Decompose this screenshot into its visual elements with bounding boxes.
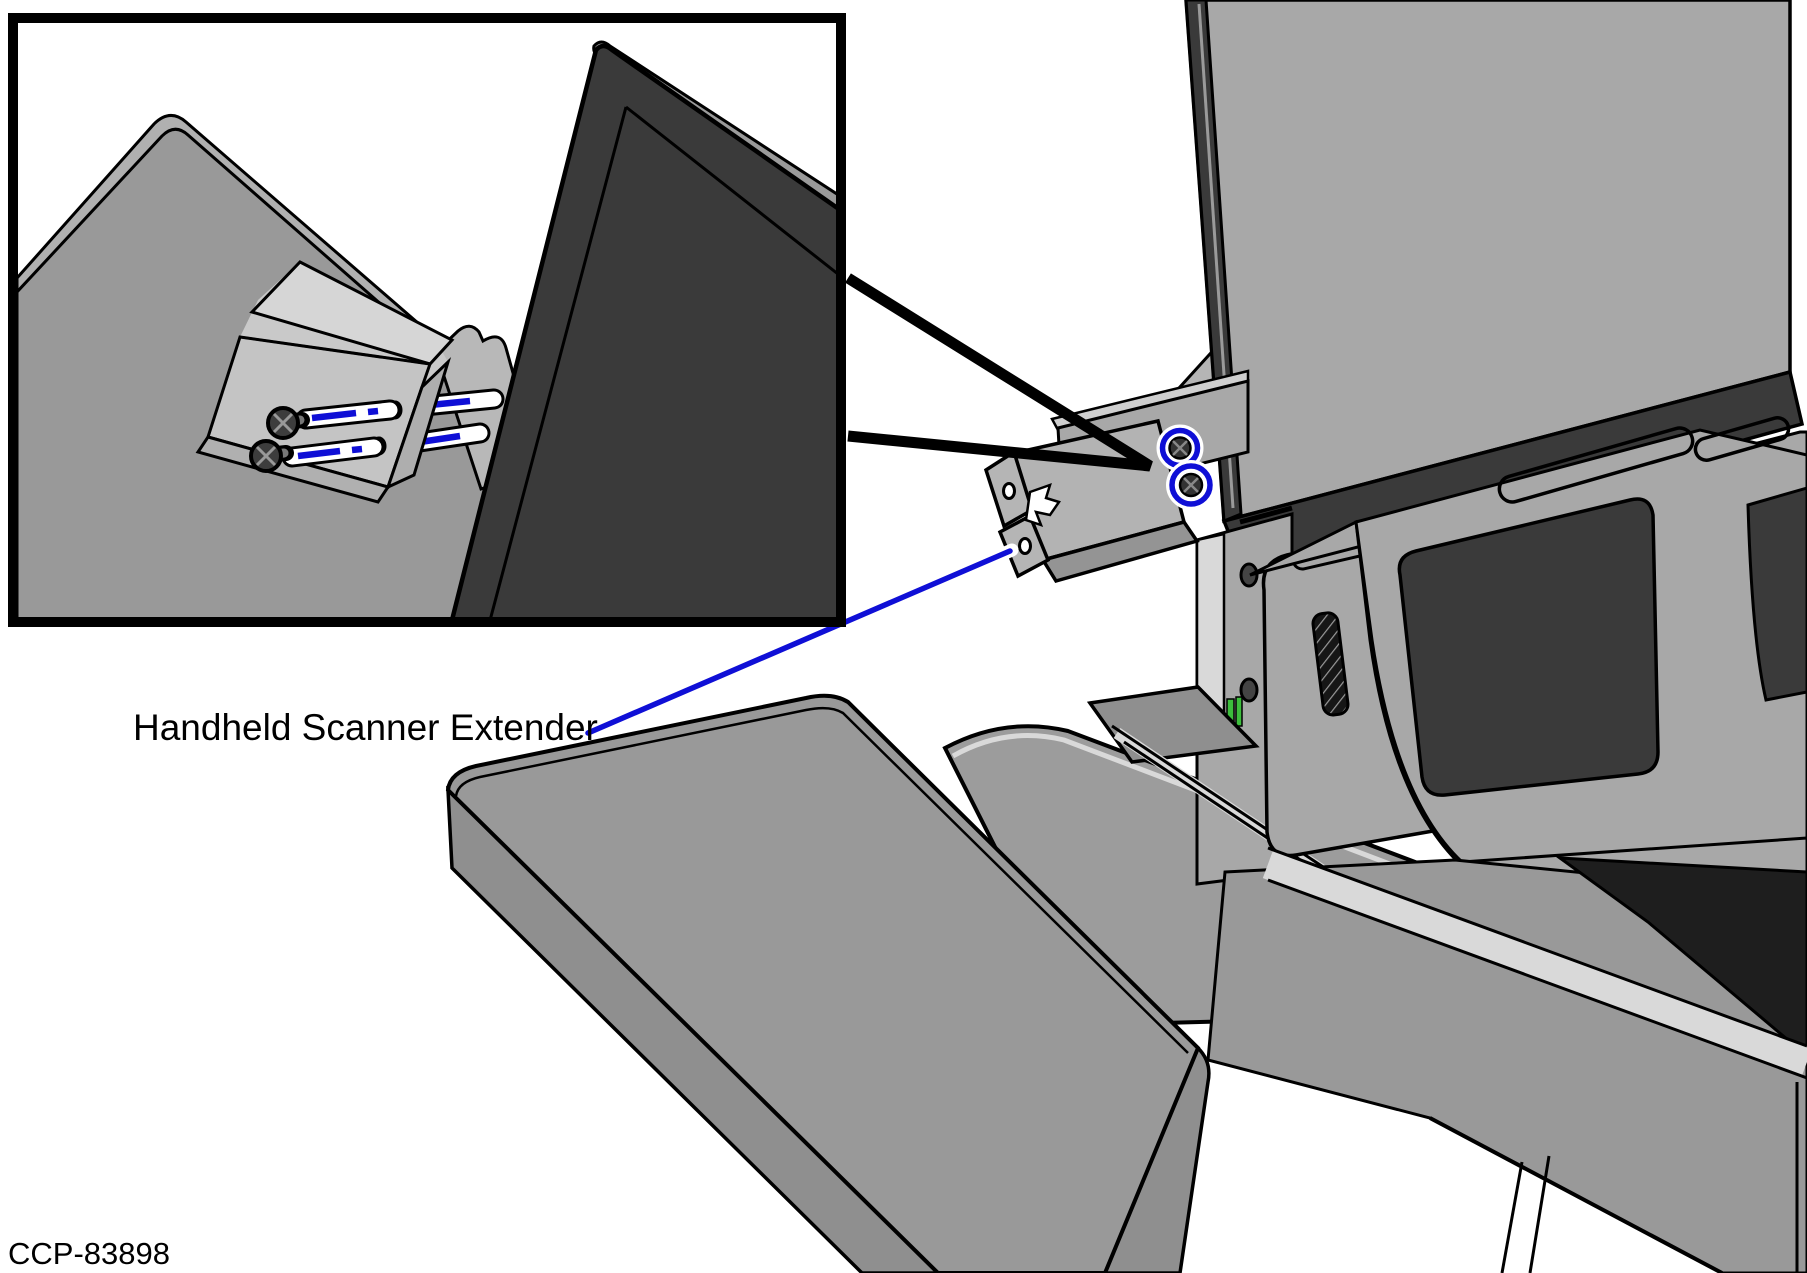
- column-hole: [1239, 677, 1259, 703]
- column-hole: [1239, 562, 1259, 588]
- leader-line-icon: [585, 543, 1019, 736]
- figure-id-caption: CCP-83898: [8, 1236, 170, 1271]
- screw-path-icon: [281, 399, 401, 468]
- inset-detail-box: [8, 13, 846, 627]
- mounting-screws: [1156, 424, 1216, 510]
- vent-grille: [1311, 611, 1350, 717]
- tray-right-face: [1103, 1044, 1211, 1273]
- phillips-screw-icon: [266, 406, 310, 440]
- checkout-counter: [1206, 846, 1807, 1273]
- bracket-top-flange: [249, 260, 455, 366]
- screw-highlight-ring-icon: [1166, 460, 1216, 510]
- deck-handle: [1497, 426, 1695, 504]
- column-edge-mark: [1239, 505, 1293, 525]
- bracket-bottom-flange: [195, 435, 391, 504]
- cabinet-line: [1528, 1155, 1551, 1273]
- bracket-right-fold: [385, 356, 452, 490]
- scanner-module: [1249, 416, 1807, 902]
- deck-handle: [1693, 416, 1791, 462]
- main-terminal-illustration: [445, 0, 1807, 1273]
- phillips-screw-icon: [249, 439, 294, 473]
- cabinet-edge: [1429, 1116, 1723, 1273]
- counter-scanner-window: [1554, 856, 1807, 1058]
- scanner-window: [1397, 497, 1660, 797]
- tab-hole: [1002, 482, 1016, 500]
- side-module-window: [1746, 486, 1807, 702]
- tray-top-face: [445, 693, 1201, 1273]
- tab-hole: [1018, 537, 1032, 555]
- extender-notch: [1024, 483, 1061, 528]
- cabinet-line: [1500, 1161, 1524, 1273]
- keyboard-tray: [445, 693, 1211, 1273]
- extender-bottom-flange: [1040, 519, 1200, 584]
- part-callout-label: Handheld Scanner Extender: [133, 707, 598, 748]
- detail-monitor-front: [450, 40, 837, 618]
- detail-callout-wedge-icon: [845, 273, 1153, 472]
- counter-platter-strip: [1262, 846, 1807, 1080]
